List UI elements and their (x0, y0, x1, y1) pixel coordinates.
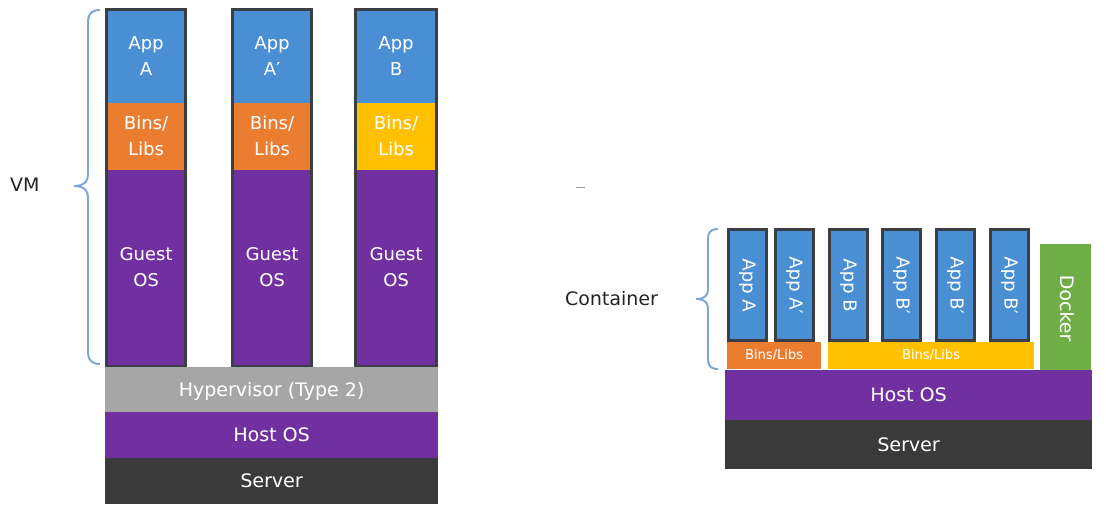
vm-server: Server (105, 458, 438, 504)
container-brace-icon (695, 228, 719, 370)
container-app-a: App A (727, 228, 768, 342)
vm-column-2: App A′ Bins/ Libs Guest OS (231, 8, 313, 368)
vm-guest-os-1: Guest OS (108, 170, 184, 365)
container-app-b-prime-2: App B′ (935, 228, 976, 342)
container-app-b-prime-1: App B′ (881, 228, 922, 342)
vm-label: VM (10, 174, 40, 196)
vm-app-a: App A (108, 11, 184, 103)
vm-bins-libs-2: Bins/ Libs (234, 103, 310, 170)
vm-guest-os-2: Guest OS (234, 170, 310, 365)
vm-hypervisor: Hypervisor (Type 2) (105, 367, 438, 412)
vm-guest-os-3: Guest OS (357, 170, 435, 365)
container-bins-libs-right: Bins/Libs (828, 342, 1034, 369)
vm-column-1: App A Bins/ Libs Guest OS (105, 8, 187, 368)
vm-app-a-prime: App A′ (234, 11, 310, 103)
vm-bins-libs-1: Bins/ Libs (108, 103, 184, 170)
divider-mark (576, 187, 585, 188)
vm-app-b: App B (357, 11, 435, 103)
vm-host-os: Host OS (105, 412, 438, 458)
vm-column-3: App B Bins/ Libs Guest OS (354, 8, 438, 368)
container-app-a-prime: App A′ (774, 228, 815, 342)
container-app-b-prime-3: App B′ (989, 228, 1030, 342)
container-bins-libs-left: Bins/Libs (727, 342, 821, 369)
vm-brace-icon (73, 9, 101, 365)
container-label: Container (565, 288, 658, 310)
container-host-os: Host OS (725, 370, 1092, 420)
container-app-b: App B (828, 228, 869, 342)
docker-engine: Docker (1040, 244, 1091, 371)
vm-bins-libs-3: Bins/ Libs (357, 103, 435, 170)
container-server: Server (725, 420, 1092, 469)
